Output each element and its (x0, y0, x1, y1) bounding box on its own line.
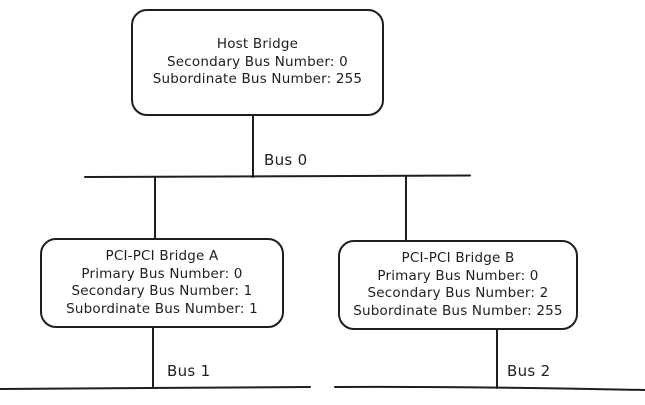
bridge-b-primary-bus-line: Primary Bus Number: 0 (377, 267, 539, 284)
host-bridge-subordinate-bus-line: Subordinate Bus Number: 255 (152, 71, 363, 88)
node-host-bridge: Host Bridge Secondary Bus Number: 0 Subo… (131, 9, 384, 116)
bridge-a-subordinate-bus-line: Subordinate Bus Number: 1 (66, 300, 258, 317)
bus2-line (334, 385, 645, 391)
bus1-line (0, 386, 311, 390)
bridge-b-secondary-bus-line: Secondary Bus Number: 2 (367, 285, 549, 301)
host-bridge-title: Host Bridge (216, 36, 299, 53)
bridge-a-secondary-bus-line: Secondary Bus Number: 1 (71, 283, 253, 299)
bridge-a-title: PCI-PCI Bridge A (105, 248, 219, 264)
node-pci-pci-bridge-a: PCI-PCI Bridge A Primary Bus Number: 0 S… (40, 238, 284, 328)
bus0-line (84, 174, 471, 178)
host-bridge-secondary-bus-line: Secondary Bus Number: 0 (167, 53, 348, 70)
bus0-label: Bus 0 (264, 151, 308, 169)
bridge-b-subordinate-bus-line: Subordinate Bus Number: 255 (353, 302, 563, 319)
bridge-a-primary-bus-line: Primary Bus Number: 0 (81, 265, 243, 282)
bus1-label: Bus 1 (167, 362, 211, 380)
bus2-label: Bus 2 (507, 362, 551, 380)
bridge-b-title: PCI-PCI Bridge B (401, 250, 515, 266)
node-pci-pci-bridge-b: PCI-PCI Bridge B Primary Bus Number: 0 S… (338, 240, 578, 330)
